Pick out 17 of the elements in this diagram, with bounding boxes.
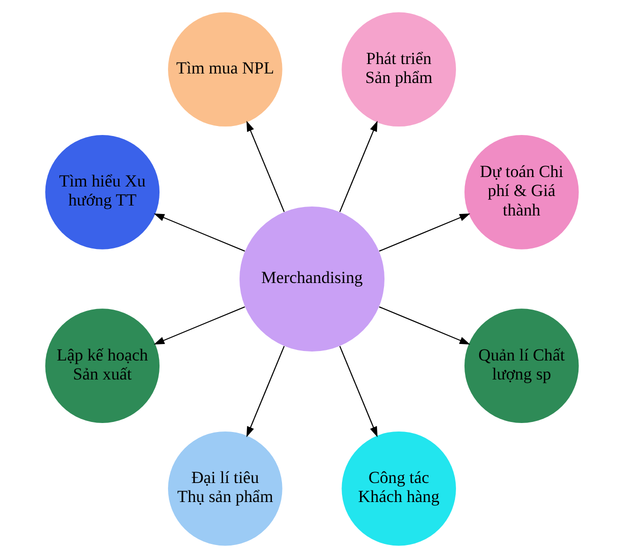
arrow <box>338 120 378 212</box>
arrow <box>153 213 244 252</box>
arrow <box>338 346 378 438</box>
node-circle: Tìm mua NPL <box>168 12 282 127</box>
node-circle: Tìm hiểu Xu hướng TT <box>44 135 160 250</box>
node-circle: Lập kế hoạch Sản xuất <box>44 308 160 423</box>
arrow <box>378 213 470 252</box>
arrow <box>153 306 244 345</box>
arrow <box>246 346 284 438</box>
arrow <box>378 306 470 345</box>
node-circle: Công tác Khách hàng <box>341 431 456 546</box>
node-circle: Đại lí tiêu Thụ sản phẩm <box>168 431 282 546</box>
node-circle: Phát triển Sản phẩm <box>341 12 456 127</box>
node-circle: Dự toán Chi phí & Giá thành <box>464 135 578 250</box>
node-circle: Merchandising <box>239 206 384 352</box>
arrow <box>246 120 284 212</box>
node-circle: Quản lí Chất lượng sp <box>464 308 578 423</box>
